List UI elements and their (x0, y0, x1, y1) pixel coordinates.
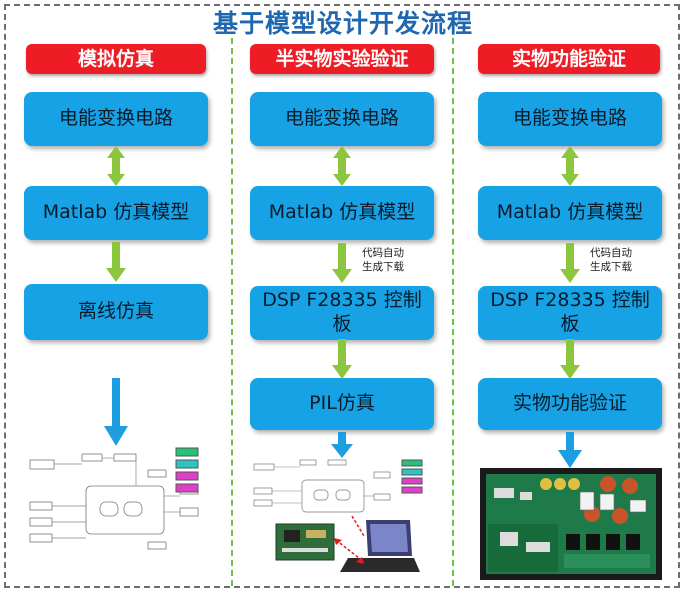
box-power-circuit-2: 电能变换电路 (250, 92, 434, 146)
double-arrow-icon (107, 146, 125, 186)
box-dsp-board-2: DSP F28335 控制板 (250, 286, 434, 340)
box-matlab-model-2: Matlab 仿真模型 (250, 186, 434, 240)
simulink-diagram-image (253, 459, 423, 513)
box-pil-sim: PIL仿真 (250, 378, 434, 430)
header-hil: 半实物实验验证 (250, 44, 434, 74)
down-arrow-icon (332, 243, 352, 283)
blue-down-arrow-icon (331, 432, 353, 458)
box-physical-verify: 实物功能验证 (478, 378, 662, 430)
box-offline-sim: 离线仿真 (24, 284, 208, 340)
header-physical: 实物功能验证 (478, 44, 660, 74)
down-arrow-icon (106, 242, 126, 282)
blue-down-arrow-icon (558, 432, 582, 468)
power-hardware-photo (480, 468, 662, 580)
double-arrow-icon (333, 146, 351, 186)
column-divider-2 (452, 38, 454, 586)
box-dsp-board-3: DSP F28335 控制板 (478, 286, 662, 340)
note-codegen-2: 代码自动 生成下载 (362, 247, 404, 273)
header-simulation: 模拟仿真 (26, 44, 206, 74)
laptop-photo (340, 520, 420, 572)
box-matlab-model-3: Matlab 仿真模型 (478, 186, 662, 240)
blue-down-arrow-icon (104, 378, 128, 446)
hil-setup-image (275, 516, 420, 572)
column-divider-1 (231, 38, 233, 586)
control-board-photo (275, 523, 335, 561)
simulink-diagram-image (29, 447, 199, 550)
outer-frame (4, 4, 680, 588)
box-power-circuit-3: 电能变换电路 (478, 92, 662, 146)
note-codegen-3: 代码自动 生成下载 (590, 247, 632, 273)
box-matlab-model-1: Matlab 仿真模型 (24, 186, 208, 240)
down-arrow-icon (560, 339, 580, 379)
box-power-circuit-1: 电能变换电路 (24, 92, 208, 146)
page-title: 基于模型设计开发流程 (212, 9, 473, 38)
down-arrow-icon (332, 339, 352, 379)
double-arrow-icon (561, 146, 579, 186)
down-arrow-icon (560, 243, 580, 283)
